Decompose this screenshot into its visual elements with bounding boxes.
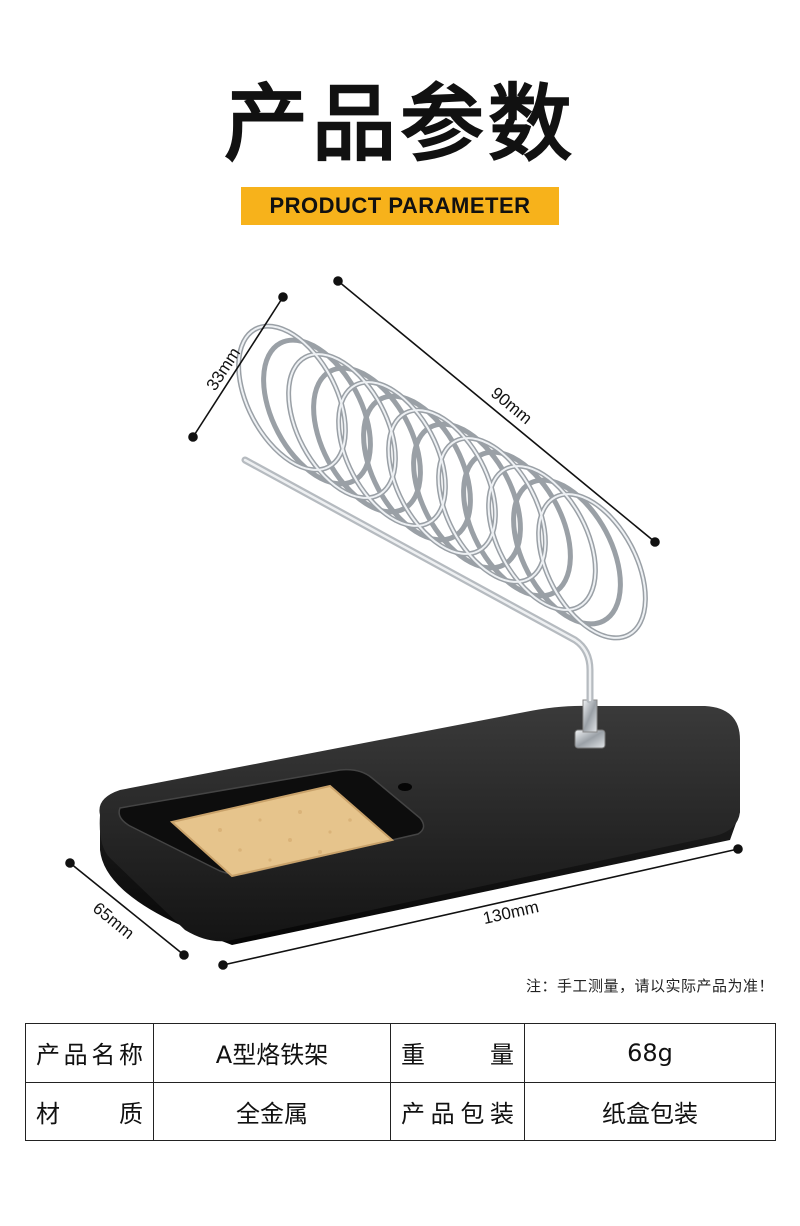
page-subtitle: PRODUCT PARAMETER bbox=[241, 187, 559, 225]
dim-label-coil-length: 90mm bbox=[487, 383, 536, 428]
param-value: 68g bbox=[524, 1023, 776, 1083]
dim-line-coil-length bbox=[333, 276, 660, 547]
param-value: 全金属 bbox=[153, 1081, 391, 1141]
page-title: 产品参数 bbox=[223, 75, 576, 173]
product-figure: 33mm 90mm 65mm 130mm bbox=[65, 276, 743, 970]
base-hole bbox=[398, 783, 412, 791]
dim-label-base-length: 130mm bbox=[481, 897, 540, 928]
table-row: 产品名称 A型烙铁架 重量 68g bbox=[25, 1023, 776, 1083]
table-row: 材质 全金属 产品包装 纸盒包装 bbox=[25, 1081, 776, 1141]
dim-label-base-width: 65mm bbox=[89, 898, 138, 942]
cleaning-sponge bbox=[169, 784, 395, 878]
dim-line-base-length bbox=[218, 844, 743, 970]
param-key: 产品名称 bbox=[25, 1023, 154, 1083]
param-value: 纸盒包装 bbox=[524, 1081, 776, 1141]
param-key: 重量 bbox=[390, 1023, 525, 1083]
dim-line-coil-diameter bbox=[188, 292, 288, 442]
parameter-table: 产品名称 A型烙铁架 重量 68g 材质 全金属 产品包装 纸盒包装 bbox=[25, 1023, 776, 1141]
measurement-note: 注：手工测量，请以实际产品为准！ bbox=[525, 977, 774, 995]
dim-line-base-width bbox=[65, 858, 189, 960]
param-key: 材质 bbox=[25, 1081, 154, 1141]
coil-spring bbox=[236, 323, 648, 641]
param-value: A型烙铁架 bbox=[153, 1023, 391, 1083]
mount-screw bbox=[582, 699, 598, 733]
param-key: 产品包装 bbox=[390, 1081, 525, 1141]
mount-nut bbox=[574, 729, 606, 749]
